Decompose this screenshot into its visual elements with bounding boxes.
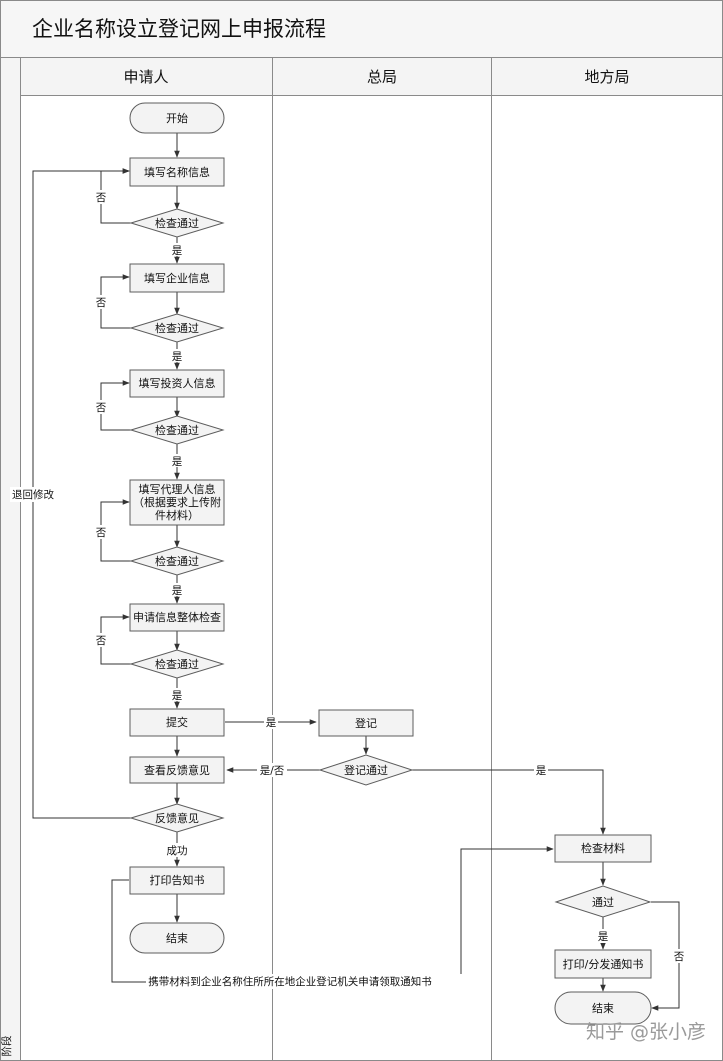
print-distribute-label: 打印/分发通知书 <box>563 957 644 971</box>
label-yes-2: 是 <box>172 351 183 363</box>
lane-header-row <box>20 57 723 96</box>
overall-check-step <box>129 603 225 632</box>
edge-labels: 是 是 是 是 是 否 否 否 否 否 退回修改 是 是/否 是 成功 携带材料… <box>10 190 686 989</box>
fill-agent-step <box>129 479 225 526</box>
view-feedback-label: 查看反馈意见 <box>144 763 210 777</box>
start-node <box>129 102 225 134</box>
label-no-4: 否 <box>96 527 107 539</box>
check1-decision <box>129 208 225 238</box>
label-yes-register: 是 <box>536 765 547 777</box>
view-feedback-step <box>129 756 225 784</box>
print-notice-step <box>129 866 225 895</box>
fill-agent-label-2: （根据要求上传附 <box>133 495 221 509</box>
overall-check-label: 申请信息整体检查 <box>133 610 221 624</box>
feedback-decision <box>129 803 225 833</box>
end-node-1-label: 结束 <box>166 932 188 945</box>
fill-name-step <box>129 157 225 187</box>
fill-investor-label: 填写投资人信息 <box>139 376 216 390</box>
lane-applicant: 申请人 <box>123 68 168 86</box>
fill-company-step <box>129 263 225 293</box>
check2-label: 检查通过 <box>155 321 199 335</box>
lane-headquarters: 总局 <box>367 68 397 86</box>
check-materials-step <box>554 834 652 863</box>
label-yes-submit: 是 <box>266 717 277 729</box>
label-no-2: 否 <box>96 297 107 309</box>
fill-investor-step <box>129 369 225 398</box>
check5-label: 检查通过 <box>155 657 199 671</box>
check3-label: 检查通过 <box>155 423 199 437</box>
end-node-1 <box>129 922 225 954</box>
submit-step <box>129 708 225 737</box>
nodes: 开始 填写名称信息 检查通过 填写企业信息 检查通过 填写投资人信息 检查通过 … <box>129 102 652 1025</box>
pass-decision <box>554 885 652 918</box>
label-yes-pass: 是 <box>598 931 609 943</box>
fill-agent-label-1: 填写代理人信息 <box>139 482 216 496</box>
lane-local-bureau: 地方局 <box>584 68 629 86</box>
label-yes-3: 是 <box>172 456 183 468</box>
start-node-label: 开始 <box>166 111 188 125</box>
label-carry-materials: 携带材料到企业名称住所所在地企业登记机关申请领取通知书 <box>148 975 432 988</box>
check4-label: 检查通过 <box>155 554 199 568</box>
label-yes-4: 是 <box>172 585 183 597</box>
label-no-5: 否 <box>96 635 107 647</box>
diagram-title: 企业名称设立登记网上申报流程 <box>32 17 326 41</box>
end-node-2-label: 结束 <box>592 1002 614 1015</box>
label-yes-5: 是 <box>172 690 183 702</box>
print-distribute-step <box>554 949 652 979</box>
feedback-label: 反馈意见 <box>155 811 199 825</box>
check1-label: 检查通过 <box>155 216 199 230</box>
title-bar <box>0 0 723 58</box>
label-no-pass: 否 <box>674 951 685 963</box>
submit-label: 提交 <box>166 715 188 729</box>
edge-register-pass-check-materials <box>412 769 606 835</box>
watermark: 知乎 @张小彦 <box>586 1021 706 1043</box>
label-no-1: 否 <box>96 192 107 204</box>
check4-decision <box>129 546 225 576</box>
phase-label: 阶段 <box>0 1035 13 1057</box>
check5-decision <box>129 649 225 679</box>
check2-decision <box>129 313 225 343</box>
fill-name-label: 填写名称信息 <box>144 165 210 179</box>
register-step <box>318 709 414 737</box>
fill-agent-label-3: 件材料） <box>155 508 199 522</box>
pass-label: 通过 <box>592 896 614 909</box>
register-pass-label: 登记通过 <box>344 763 388 777</box>
label-return-modify: 退回修改 <box>12 488 54 501</box>
label-yes-no: 是/否 <box>260 765 285 777</box>
check-materials-label: 检查材料 <box>581 841 625 855</box>
label-yes-1: 是 <box>172 245 183 257</box>
fill-company-label: 填写企业信息 <box>144 271 210 285</box>
register-pass-decision <box>318 754 414 786</box>
check3-decision <box>129 415 225 445</box>
label-no-3: 否 <box>96 402 107 414</box>
label-success: 成功 <box>167 845 188 857</box>
register-label: 登记 <box>355 716 377 730</box>
phase-column <box>0 57 21 1061</box>
end-node-2 <box>554 991 652 1025</box>
print-notice-label: 打印告知书 <box>150 873 205 887</box>
